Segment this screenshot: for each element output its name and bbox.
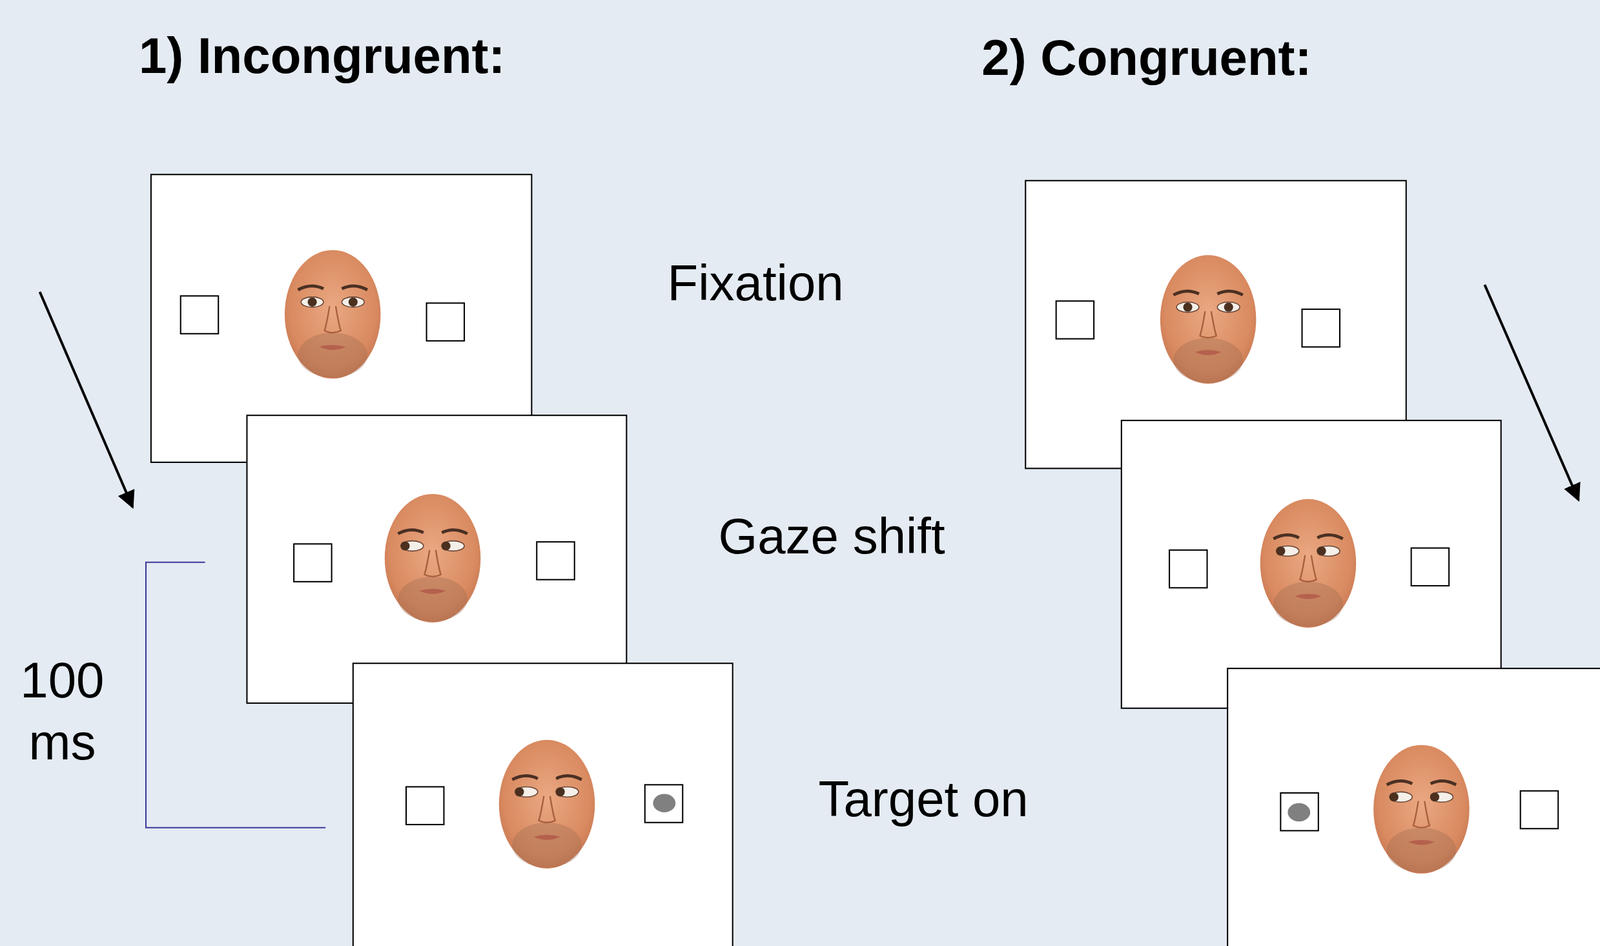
time-arrow [1484, 284, 1579, 500]
target-box [406, 786, 444, 824]
screen [353, 663, 733, 946]
screen [246, 415, 627, 704]
target-box [426, 302, 465, 341]
face [1260, 499, 1357, 628]
duration-label: 100 ms [20, 649, 104, 774]
target-box [1302, 309, 1340, 347]
phase-label: Fixation [667, 254, 844, 313]
target-box [1411, 548, 1449, 586]
target-box [180, 295, 219, 334]
phase-label: Gaze shift [718, 507, 946, 566]
face [1160, 255, 1257, 384]
target-box [1520, 790, 1559, 829]
incongruent-sequence [40, 174, 733, 946]
condition-heading: 2) Congruent: [981, 29, 1312, 88]
target-dot [652, 794, 676, 813]
target-box [1169, 550, 1207, 588]
phase-label: Target on [818, 770, 1028, 829]
target-box [293, 543, 332, 582]
screen [1227, 668, 1600, 946]
congruent-sequence [1025, 180, 1600, 946]
target-box [1056, 300, 1094, 339]
face [284, 249, 381, 379]
face [1373, 745, 1470, 874]
condition-heading: 1) Incongruent: [138, 27, 506, 86]
screen [1121, 420, 1502, 709]
target-box [1280, 792, 1318, 831]
target-box [645, 784, 683, 822]
target-dot [1287, 803, 1311, 822]
face [499, 739, 596, 869]
face [384, 493, 482, 623]
time-arrow [40, 291, 134, 507]
duration-bracket [145, 562, 326, 828]
target-box [536, 541, 575, 580]
